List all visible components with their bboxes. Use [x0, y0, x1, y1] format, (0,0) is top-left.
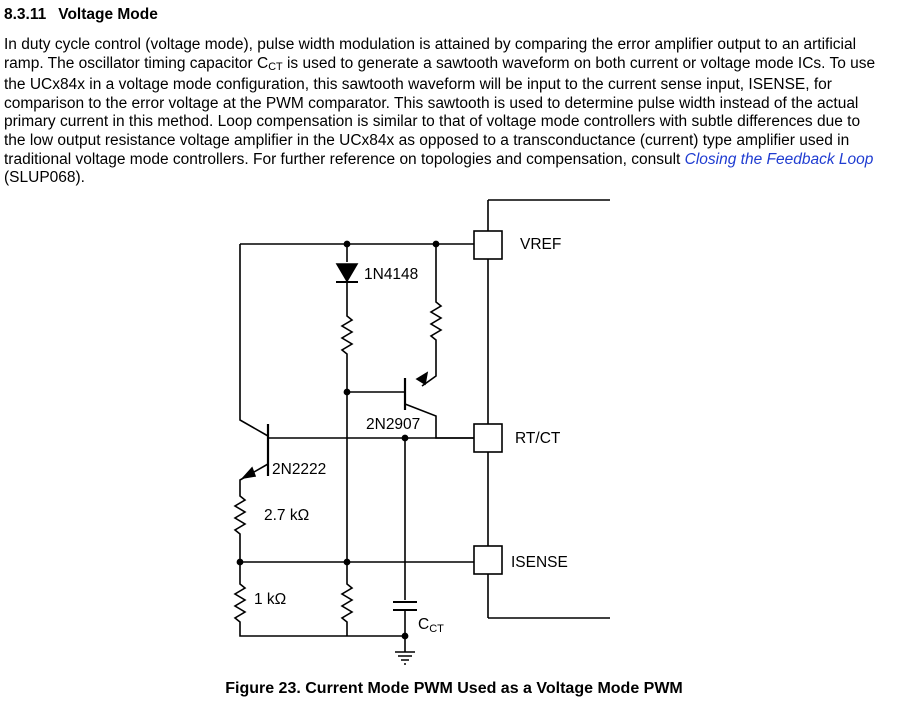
section-heading: 8.3.11 Voltage Mode	[4, 6, 158, 24]
pnp-label: 2N2907	[366, 416, 420, 433]
diode-triangle	[335, 263, 359, 283]
resistor-left-ground	[340, 392, 354, 636]
rtct-label: RT/CT	[515, 430, 561, 447]
junction-dot	[401, 632, 409, 640]
ct-subscript: CT	[268, 60, 283, 73]
resistor-pnp-emitter	[421, 244, 443, 387]
npn-collector-wire	[239, 244, 269, 437]
r-1k-label: 1 kΩ	[254, 591, 286, 608]
r-2k7-label: 2.7 kΩ	[264, 507, 309, 524]
section-title: Voltage Mode	[58, 6, 158, 23]
ground-icon	[395, 651, 415, 665]
npn-emitter-wire	[239, 463, 269, 488]
vref-label: VREF	[520, 236, 561, 253]
diode-label: 1N4148	[364, 266, 418, 283]
pnp-emitter-arrow	[415, 371, 429, 386]
resistor-1k	[233, 562, 405, 637]
figure-caption: Figure 23. Current Mode PWM Used as a Vo…	[225, 680, 683, 697]
rtct-pin-box	[473, 423, 503, 453]
vref-pin-box	[473, 230, 503, 260]
npn-emitter-arrow	[240, 466, 257, 480]
resistor-diode-bias	[340, 282, 354, 392]
isense-pin-box	[473, 545, 503, 575]
section-number: 8.3.11	[4, 6, 47, 23]
npn-label: 2N2222	[272, 461, 326, 478]
paragraph-text-1: In duty cycle control (voltage mode), pu…	[4, 36, 857, 72]
paragraph-text-3: (SLUP068).	[4, 169, 85, 187]
resistor-2k7	[233, 488, 247, 562]
paragraph-text-2: is used to generate a sawtooth waveform …	[4, 54, 876, 168]
ct-label: CCT	[418, 616, 444, 635]
closing-feedback-loop-link[interactable]: Closing the Feedback Loop	[684, 150, 874, 168]
body-paragraph: In duty cycle control (voltage mode), pu…	[4, 36, 884, 188]
pnp-collector-wire	[404, 403, 474, 439]
isense-label: ISENSE	[511, 554, 568, 571]
